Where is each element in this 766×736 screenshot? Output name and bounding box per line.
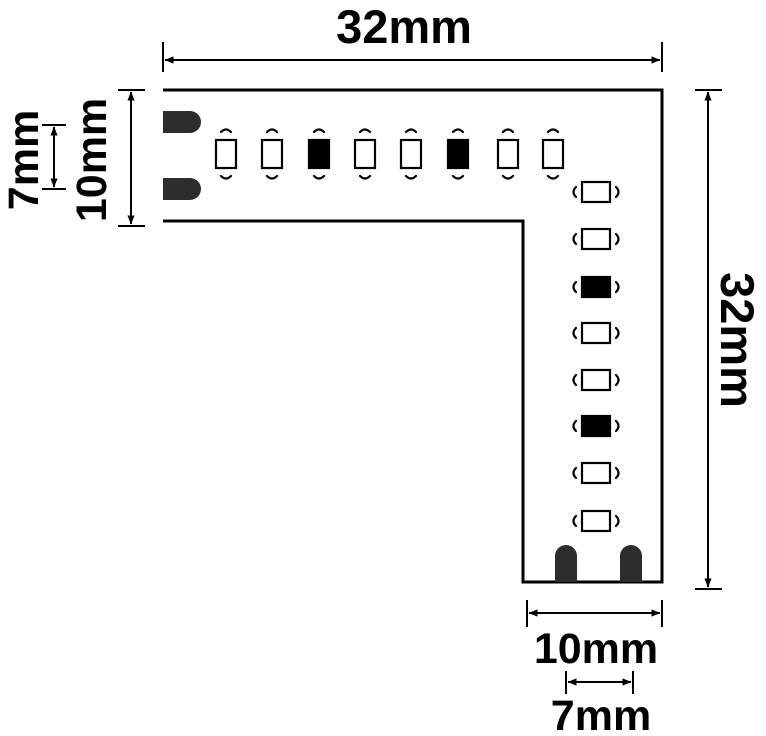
- led-vertical-filled: [572, 414, 620, 438]
- bottom-solder-pad-right: [620, 545, 642, 582]
- dimension-left-pad-spacing: 7mm: [0, 110, 66, 210]
- vertical-led-column: [572, 180, 620, 533]
- led-horizontal-clear: [399, 128, 423, 180]
- dimension-bottom-pad-spacing: 7mm: [551, 671, 651, 736]
- led-vertical-clear: [572, 321, 620, 345]
- led-vertical-clear: [572, 227, 620, 251]
- dimension-top-width: 32mm: [162, 0, 663, 72]
- bottom-solder-pad-left: [555, 545, 577, 582]
- led-horizontal-clear: [541, 128, 565, 180]
- led-vertical-clear: [572, 368, 620, 392]
- dimension-bottom-width: 10mm: [526, 600, 663, 673]
- led-horizontal-clear: [214, 128, 238, 180]
- led-horizontal-filled: [446, 128, 470, 180]
- dimension-left-height-label: 10mm: [68, 98, 116, 222]
- strip-outline: [163, 88, 664, 584]
- led-vertical-clear: [572, 509, 620, 533]
- led-horizontal-clear: [353, 128, 377, 180]
- led-horizontal-clear: [260, 128, 284, 180]
- dimension-top-width-label: 32mm: [336, 0, 472, 53]
- dimension-left-pad-spacing-label: 7mm: [0, 110, 48, 210]
- dimension-bottom-width-label: 10mm: [534, 625, 658, 673]
- dimension-left-height: 10mm: [68, 89, 145, 227]
- led-horizontal-clear: [496, 128, 520, 180]
- left-solder-pad-top: [163, 111, 201, 133]
- led-vertical-clear: [572, 180, 620, 204]
- left-solder-pad-bottom: [163, 178, 201, 200]
- horizontal-led-row: [214, 128, 565, 180]
- led-horizontal-filled: [307, 128, 331, 180]
- led-vertical-clear: [572, 461, 620, 485]
- dimension-right-height: 32mm: [695, 89, 764, 590]
- dimension-right-height-label: 32mm: [711, 272, 764, 408]
- dimension-bottom-pad-spacing-label: 7mm: [551, 692, 651, 736]
- led-vertical-filled: [572, 275, 620, 299]
